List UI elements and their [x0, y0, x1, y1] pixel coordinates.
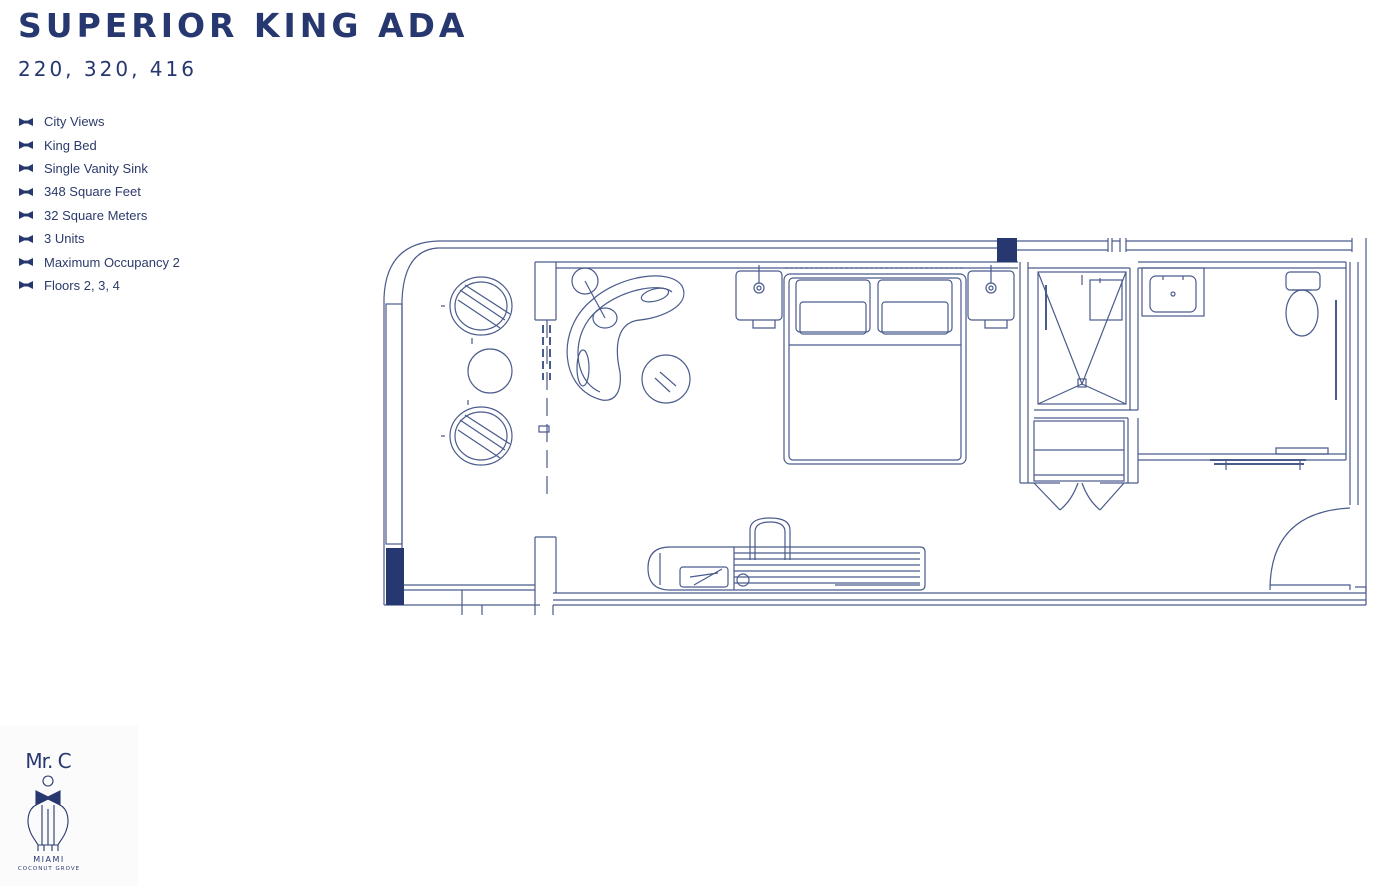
- feature-label: King Bed: [44, 137, 97, 153]
- bowtie-icon: [19, 258, 33, 267]
- feature-item: City Views: [18, 110, 180, 133]
- exterior-walls: [383, 238, 1367, 615]
- logo-area: COCONUT GROVE: [17, 866, 81, 872]
- bed-area: [735, 265, 1015, 465]
- feature-item: 348 Square Feet: [18, 180, 180, 203]
- balcony-partition: [534, 261, 557, 593]
- bowtie-icon: [19, 187, 33, 196]
- feature-item: King Bed: [18, 133, 180, 156]
- brand-logo: Mr. C MIAMI COCONUT GROVE: [0, 725, 138, 886]
- vanity: [1141, 267, 1205, 317]
- room-numbers: 220, 320, 416: [18, 57, 197, 81]
- bowtie-icon: [19, 117, 33, 126]
- bowtie-icon: [19, 164, 33, 173]
- feature-item: Floors 2, 3, 4: [18, 274, 180, 297]
- feature-label: Maximum Occupancy 2: [44, 254, 180, 270]
- closet: [1033, 420, 1125, 511]
- bowtie-icon: [19, 234, 33, 243]
- feature-item: 3 Units: [18, 227, 180, 250]
- gentleman-icon: [27, 775, 69, 851]
- feature-label: 32 Square Meters: [44, 207, 148, 223]
- living-furniture: [566, 267, 691, 404]
- feature-label: 3 Units: [44, 231, 85, 247]
- toilet: [1275, 271, 1337, 455]
- structural-columns: [386, 238, 1017, 605]
- feature-label: Floors 2, 3, 4: [44, 277, 120, 293]
- bathroom-walls: [1019, 261, 1347, 484]
- feature-item: 32 Square Meters: [18, 204, 180, 227]
- bowtie-icon: [19, 211, 33, 220]
- feature-label: 348 Square Feet: [44, 184, 141, 200]
- logo-city: MIAMI: [33, 855, 65, 864]
- desk: [647, 517, 926, 591]
- feature-item: Single Vanity Sink: [18, 157, 180, 180]
- feature-label: Single Vanity Sink: [44, 160, 148, 176]
- bowtie-icon: [19, 281, 33, 290]
- feature-label: City Views: [44, 114, 105, 130]
- feature-item: Maximum Occupancy 2: [18, 250, 180, 273]
- feature-list: City Views King Bed Single Vanity Sink 3…: [18, 110, 180, 297]
- room-title: SUPERIOR KING ADA: [18, 6, 469, 45]
- bowtie-icon: [19, 141, 33, 150]
- logo-name: Mr. C: [25, 749, 71, 773]
- entry-door: [1269, 507, 1367, 592]
- balcony-furniture: [441, 276, 513, 466]
- shower: [1037, 271, 1127, 405]
